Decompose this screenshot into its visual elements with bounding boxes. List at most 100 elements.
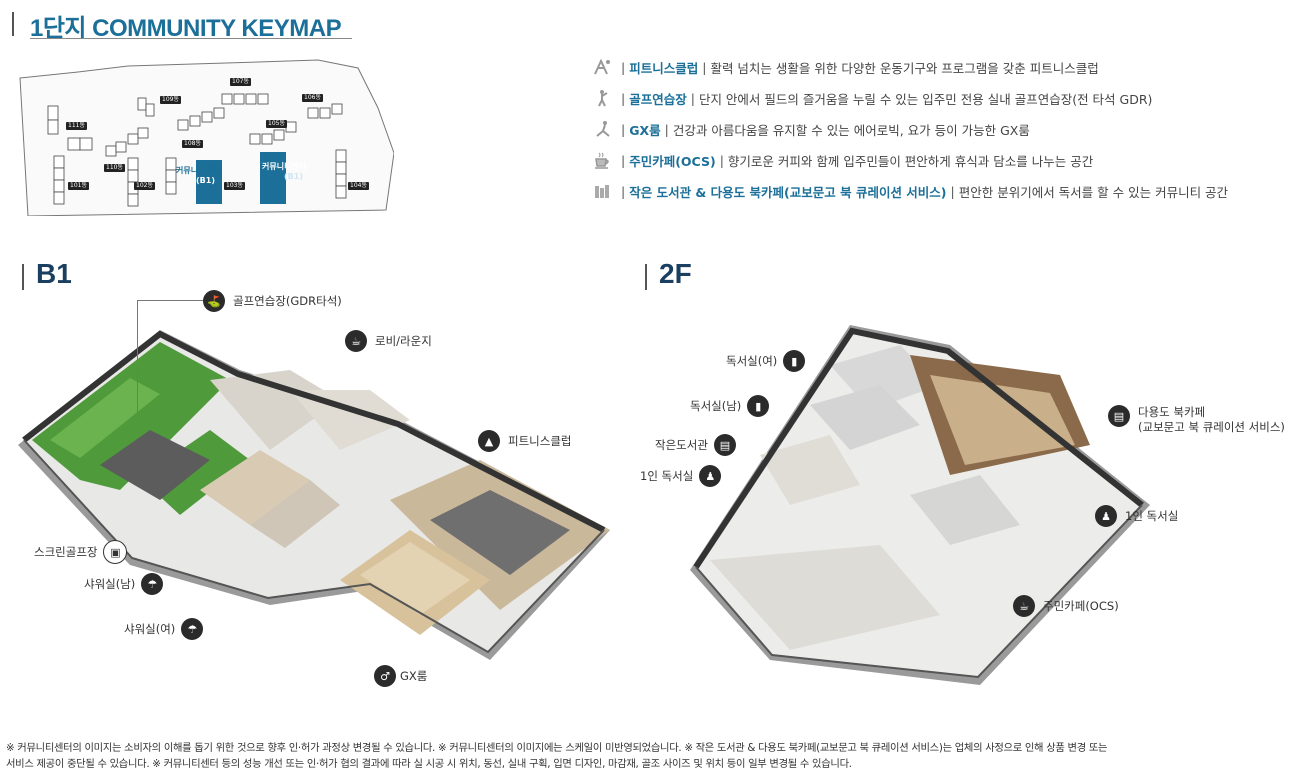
building-label: 101동 [68, 182, 89, 190]
building-label: 103동 [224, 182, 245, 190]
room-name: 로비/라운지 [375, 334, 432, 348]
legend-name: 작은 도서관 & 다용도 북카페(교보문고 북 큐레이션 서비스) [629, 184, 947, 200]
room-name: GX룸 [400, 669, 428, 683]
building-label: 107동 [230, 78, 251, 86]
room-name: 피트니스클럽 [508, 434, 572, 448]
legend-separator: | [621, 121, 626, 137]
legend-desc: 건강과 아름다움을 유지할 수 있는 에어로빅, 요가 등이 가능한 GX룸 [672, 122, 1030, 138]
building-label: 105동 [266, 120, 287, 128]
legend-name: 주민카페(OCS) [629, 153, 716, 169]
screen-golf-icon: ▣ [103, 540, 128, 564]
legend-separator: | [702, 59, 707, 75]
site-keymap: 111동 109동 107동 106동 105동 108동 110동 101동 … [18, 58, 394, 216]
room-label-gx: ♂ GX룸 [374, 665, 427, 687]
room-label-screen-golf: 스크린골프장 ▣ [34, 540, 128, 564]
b1-floor-plan [18, 330, 610, 660]
books-icon: ▤ [713, 434, 736, 456]
legend-separator: | [621, 90, 626, 106]
books-icon [595, 185, 609, 198]
floor-label: 2F [659, 258, 692, 289]
book-icon: ▮ [783, 350, 806, 372]
footnote-line-1: ※ 커뮤니티센터의 이미지는 소비자의 이해를 돕기 위한 것으로 향후 인·허… [6, 742, 1108, 754]
legend-desc: 편안한 분위기에서 독서를 할 수 있는 커뮤니티 공간 [958, 184, 1229, 200]
single-reading-icon: ♟ [1095, 505, 1117, 527]
legend-separator: | [690, 90, 695, 106]
room-label-single-reading-right: ♟ 1인 독서실 [1095, 505, 1178, 527]
leader-line [137, 300, 140, 420]
room-label-golf: ⛳ 골프연습장(GDR타석) [203, 290, 342, 312]
fitness-icon: ▲ [478, 430, 500, 452]
room-name: 독서실(남) [690, 399, 742, 413]
room-name-sub: (교보문고 북 큐레이션 서비스) [1138, 420, 1285, 434]
room-label-small-library: 작은도서관 ▤ [655, 434, 736, 456]
2f-floor-plan [690, 325, 1150, 685]
site-outline [19, 59, 394, 216]
legend-separator: | [621, 152, 626, 168]
room-name: 골프연습장(GDR타석) [233, 294, 342, 308]
shower-icon: ☂ [181, 618, 204, 640]
community-center-floor: (B1) [196, 176, 215, 185]
community-center-marker-right [260, 152, 286, 204]
room-name: 1인 독서실 [1125, 509, 1179, 523]
room-name: 1인 독서실 [640, 469, 694, 483]
room-label-single-reading-left: 1인 독서실 ♟ [640, 465, 722, 487]
room-name: 샤워실(남) [84, 577, 136, 591]
community-center-floor: (B1) [284, 172, 303, 181]
room-label-lobby: ☕ 로비/라운지 [345, 330, 432, 352]
room-name-block: 다용도 북카페 (교보문고 북 큐레이션 서비스) [1138, 405, 1285, 435]
legend-item-cafe: | 주민카페(OCS) | 향기로운 커피와 함께 입주민들이 편안하게 휴식과… [593, 150, 1093, 170]
single-reading-icon: ♟ [699, 465, 722, 487]
room-name: 주민카페(OCS) [1043, 599, 1119, 613]
golf-icon [598, 90, 608, 107]
community-center-label-right: 커뮤니티센터 (B1) [262, 162, 306, 182]
legend-name: 골프연습장 [629, 91, 687, 107]
leader-line [137, 300, 205, 301]
page-title: 1단지 COMMUNITY KEYMAP [30, 15, 342, 42]
title-divider [12, 12, 14, 36]
floor-divider [645, 264, 647, 290]
legend-item-library: | 작은 도서관 & 다용도 북카페(교보문고 북 큐레이션 서비스) | 편안… [593, 181, 1228, 201]
room-name: 스크린골프장 [34, 545, 98, 559]
legend-separator: | [621, 183, 626, 199]
room-name: 샤워실(여) [124, 622, 176, 636]
footnote-line-2: 서비스 제공이 중단될 수 있습니다. ※ 커뮤니티센터 등의 성능 개선 또는… [6, 758, 852, 770]
legend-item-gx: | GX룸 | 건강과 아름다움을 유지할 수 있는 에어로빅, 요가 등이 가… [593, 119, 1030, 139]
room-label-cafe: ☕ 주민카페(OCS) [1013, 595, 1119, 617]
shower-icon: ☂ [141, 573, 164, 595]
community-center-marker-left [196, 160, 222, 204]
community-center-text: 커뮤니티센터 [176, 166, 221, 175]
fitness-icon [594, 58, 610, 75]
title-underline [30, 38, 352, 39]
gx-icon [596, 121, 610, 137]
legend-name: 피트니스클럽 [629, 60, 699, 76]
legend-separator: | [664, 121, 669, 137]
community-center-label-left: 커뮤니티센터 (B1) [176, 166, 220, 186]
legend-separator: | [719, 152, 724, 168]
legend-name: GX룸 [629, 122, 661, 138]
building-label: 110동 [104, 164, 125, 172]
legend-desc: 단지 안에서 필드의 즐거움을 누릴 수 있는 입주민 전용 실내 골프연습장(… [698, 91, 1153, 107]
room-name: 다용도 북카페 [1138, 405, 1206, 419]
coffee-icon: ☕ [1013, 595, 1035, 617]
building-label: 109동 [160, 96, 181, 104]
books-icon: ▤ [1108, 405, 1130, 427]
room-name: 작은도서관 [655, 438, 708, 452]
legend-desc: 활력 넘치는 생활을 위한 다양한 운동기구와 프로그램을 갖춘 피트니스클럽 [710, 60, 1099, 76]
building-label: 106동 [302, 94, 323, 102]
coffee-icon [595, 152, 609, 169]
floor-label: B1 [36, 258, 72, 289]
book-icon: ▮ [747, 395, 770, 417]
gx-icon: ♂ [374, 665, 396, 687]
room-label-reading-women: 독서실(여) ▮ [726, 350, 806, 372]
room-label-reading-men: 독서실(남) ▮ [690, 395, 770, 417]
legend-item-fitness: | 피트니스클럽 | 활력 넘치는 생활을 위한 다양한 운동기구와 프로그램을… [593, 57, 1099, 77]
community-center-text: 커뮤니티센터 [262, 162, 307, 171]
building-label: 111동 [66, 122, 87, 130]
room-label-fitness: ▲ 피트니스클럽 [478, 430, 571, 452]
building-label: 102동 [134, 182, 155, 190]
room-label-shower-men: 샤워실(남) ☂ [84, 573, 164, 595]
golf-icon: ⛳ [203, 290, 225, 312]
room-label-bookcafe: ▤ 다용도 북카페 (교보문고 북 큐레이션 서비스) [1108, 405, 1285, 435]
floor-divider [22, 264, 24, 290]
lounge-icon: ☕ [345, 330, 367, 352]
